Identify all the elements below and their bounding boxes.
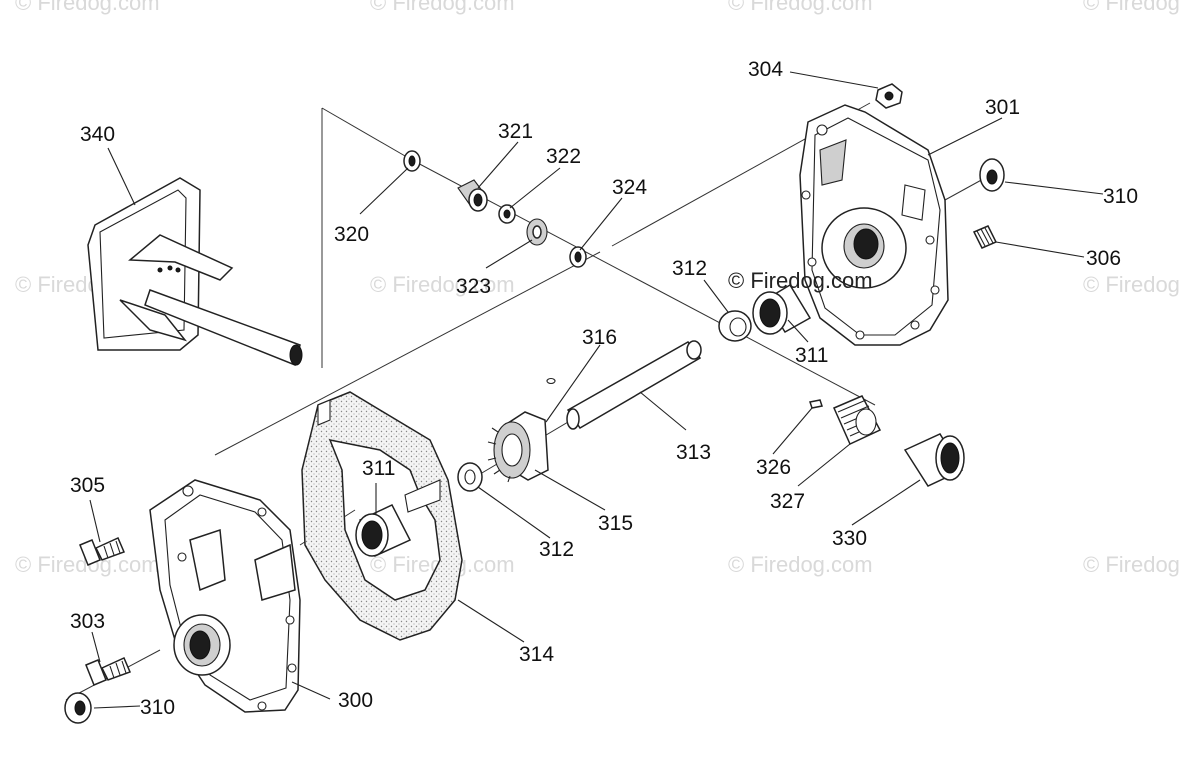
label-323: 323: [456, 275, 491, 298]
watermark: © Firedog.com: [1083, 0, 1180, 15]
label-304: 304: [748, 58, 783, 81]
label-310-lower: 310: [140, 696, 175, 719]
label-327: 327: [770, 490, 805, 513]
part-310-washer-upper: [979, 158, 1005, 192]
part-306-set-screw: [972, 225, 998, 249]
label-326: 326: [756, 456, 791, 479]
watermark: © Firedog.com: [1083, 552, 1180, 577]
part-labels: 340 321 322 324 320 323 304 301 310 306 …: [70, 58, 1138, 719]
label-316: 316: [582, 326, 617, 349]
part-313-shaft: [566, 340, 702, 430]
watermark-main: © Firedog.com: [728, 268, 873, 293]
label-311-upper: 311: [795, 344, 828, 367]
part-316-key: [546, 377, 556, 385]
watermark: © Firedog.com: [15, 0, 160, 15]
label-324: 324: [612, 176, 647, 199]
part-321-bushing: [457, 179, 488, 212]
label-310-upper: 310: [1103, 185, 1138, 208]
watermark: © Firedog.com: [1083, 272, 1180, 297]
part-310-washer-lower: [64, 692, 92, 724]
part-304-nut: [875, 83, 903, 109]
label-306: 306: [1086, 247, 1121, 270]
watermark: © Firedog.com: [370, 272, 515, 297]
watermark: © Firedog.com: [370, 0, 515, 15]
label-312-upper: 312: [672, 257, 707, 280]
part-305-bolt: [79, 537, 126, 566]
label-314: 314: [519, 643, 554, 666]
part-326-key: [809, 399, 823, 409]
watermark: © Firedog.com: [728, 0, 873, 15]
label-315: 315: [598, 512, 633, 535]
part-303-bolt: [85, 657, 132, 686]
part-320-washer: [403, 150, 421, 172]
label-330: 330: [832, 527, 867, 550]
part-315-gear: [487, 411, 549, 483]
watermark: © Firedog.com: [728, 552, 873, 577]
part-300-gear-case: [149, 479, 301, 713]
part-301-gear-case: [799, 104, 949, 346]
part-340-impeller: [87, 177, 303, 367]
part-312-spacer-upper: [718, 310, 752, 342]
part-324-washer: [569, 246, 587, 268]
label-340: 340: [80, 123, 115, 146]
label-303: 303: [70, 610, 105, 633]
label-305: 305: [70, 474, 105, 497]
part-330-bearing: [903, 433, 965, 487]
label-311-lower: 311: [362, 457, 395, 480]
part-314-gasket: [301, 391, 463, 641]
label-312-lower: 312: [539, 538, 574, 561]
label-301: 301: [985, 96, 1020, 119]
label-320: 320: [334, 223, 369, 246]
part-323-star-washer: [526, 218, 548, 246]
leader-lines: [89, 71, 1104, 709]
label-313: 313: [676, 441, 711, 464]
label-322: 322: [546, 145, 581, 168]
label-300: 300: [338, 689, 373, 712]
watermark-layer: © Firedog.com © Firedog.com © Firedog.co…: [15, 0, 1180, 577]
part-322-washer: [498, 204, 516, 224]
part-311-bearing-upper: [752, 283, 812, 335]
label-321: 321: [498, 120, 533, 143]
part-312-spacer-lower: [457, 462, 483, 492]
part-311-bearing-lower: [355, 504, 412, 558]
part-327-worm: [833, 395, 882, 446]
